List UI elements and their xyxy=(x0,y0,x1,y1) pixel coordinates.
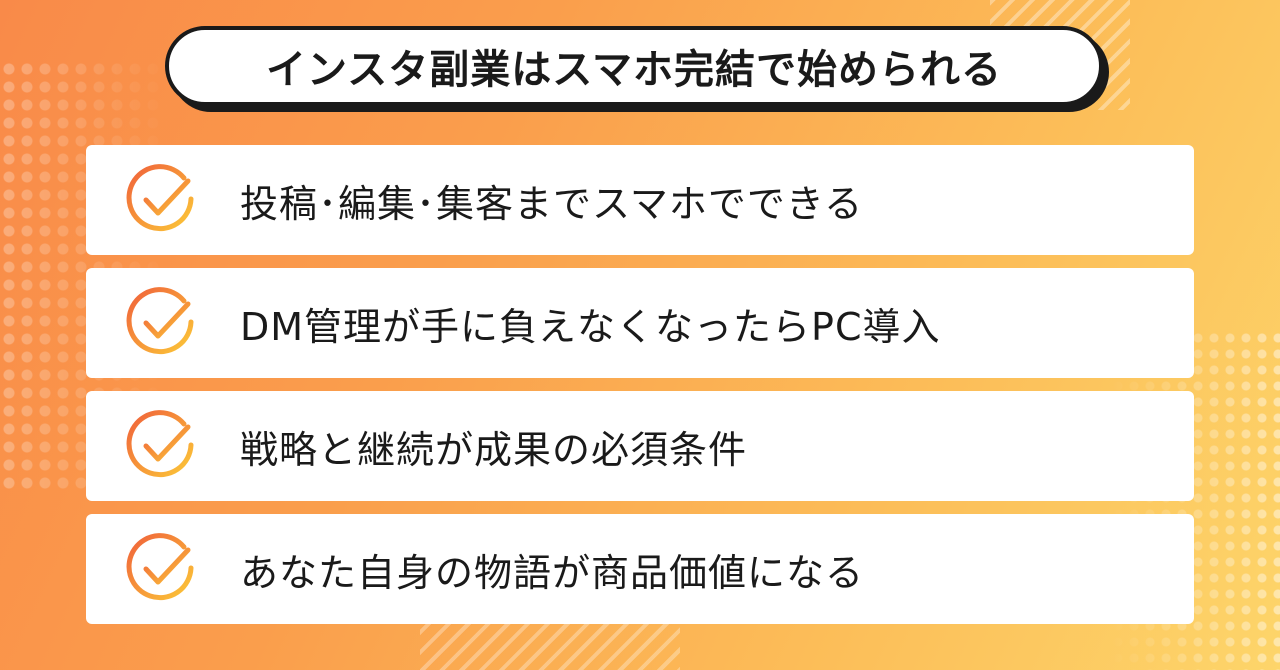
title-banner: インスタ副業はスマホ完結で始められる xyxy=(165,26,1103,106)
list-item-text: 戦略と継続が成果の必須条件 xyxy=(240,427,748,472)
check-circle-icon xyxy=(126,410,194,478)
list-item-text: 投稿･編集･集客までスマホでできる xyxy=(240,181,864,226)
page-title: インスタ副業はスマホ完結で始められる xyxy=(266,47,1002,93)
checklist: 投稿･編集･集客までスマホでできる DM管理が手に負えなくなったらPC導入 戦略… xyxy=(86,145,1194,637)
list-item: 戦略と継続が成果の必須条件 xyxy=(86,391,1194,501)
list-item: DM管理が手に負えなくなったらPC導入 xyxy=(86,268,1194,378)
check-circle-icon xyxy=(126,287,194,355)
check-circle-icon xyxy=(126,164,194,232)
list-item: あなた自身の物語が商品価値になる xyxy=(86,514,1194,624)
list-item: 投稿･編集･集客までスマホでできる xyxy=(86,145,1194,255)
check-circle-icon xyxy=(126,533,194,601)
list-item-text: あなた自身の物語が商品価値になる xyxy=(240,550,865,595)
list-item-text: DM管理が手に負えなくなったらPC導入 xyxy=(240,304,941,349)
